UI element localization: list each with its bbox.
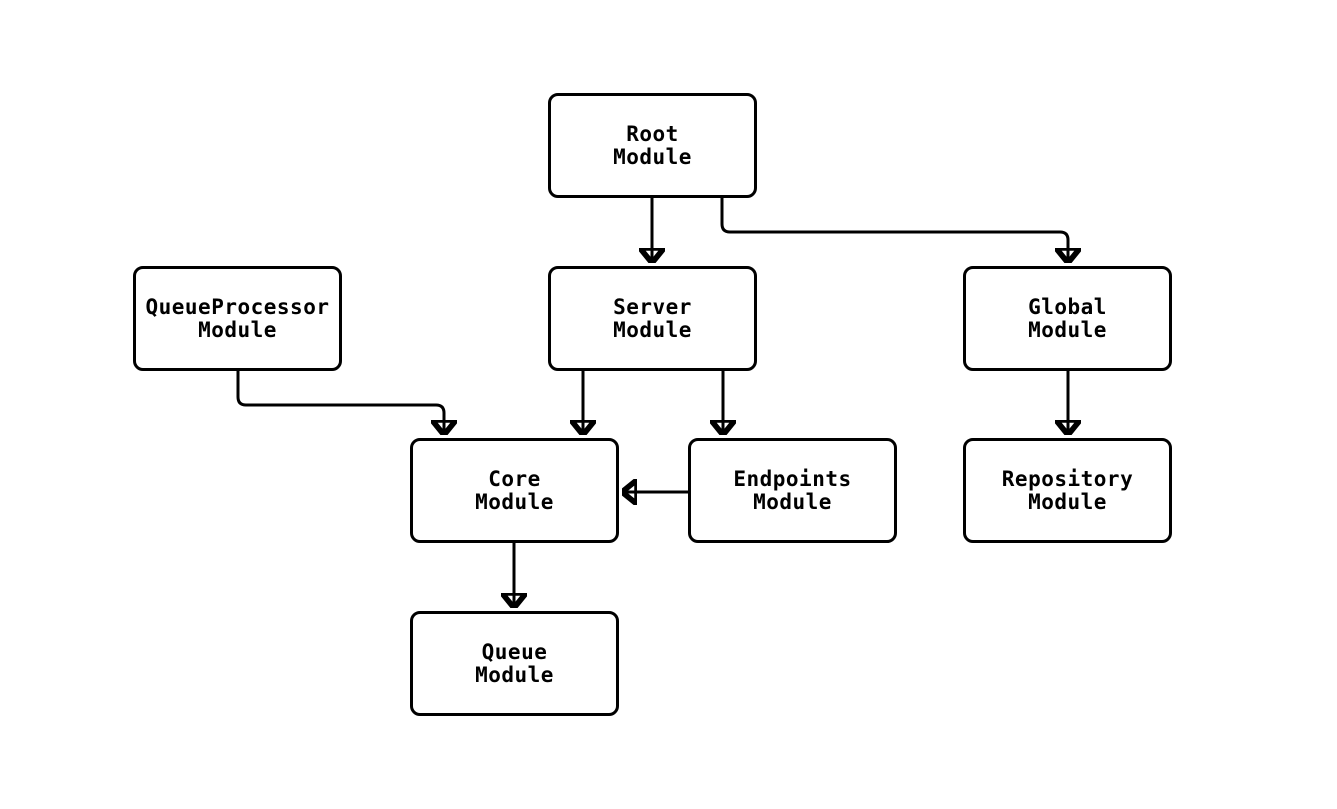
node-label-type: Module	[475, 489, 554, 514]
node-core-module: Core Module	[410, 438, 619, 543]
node-label-name: Repository	[1001, 466, 1134, 491]
node-label-name: Endpoints	[733, 466, 852, 491]
node-label-type: Module	[613, 317, 692, 342]
node-queueprocessor-module: QueueProcessor Module	[133, 266, 342, 371]
node-queue-module: Queue Module	[410, 611, 619, 716]
node-label-type: Module	[1028, 489, 1107, 514]
node-label-name: Queue	[481, 639, 548, 664]
node-label-type: Module	[753, 489, 832, 514]
node-global-module: Global Module	[963, 266, 1172, 371]
node-label-type: Module	[613, 144, 692, 169]
node-label-name: Global	[1028, 294, 1107, 319]
node-label-name: QueueProcessor	[145, 294, 330, 319]
node-label-type: Module	[1028, 317, 1107, 342]
node-repository-module: Repository Module	[963, 438, 1172, 543]
node-label-type: Module	[198, 317, 277, 342]
edge-root-to-global	[720, 198, 1068, 262]
node-label-name: Server	[613, 294, 692, 319]
node-endpoints-module: Endpoints Module	[688, 438, 897, 543]
node-label-name: Core	[488, 466, 541, 491]
node-label-type: Module	[475, 662, 554, 687]
node-server-module: Server Module	[548, 266, 757, 371]
node-label-name: Root	[626, 121, 679, 146]
node-root-module: Root Module	[548, 93, 757, 198]
edge-queueprocessor-to-core	[236, 371, 444, 434]
